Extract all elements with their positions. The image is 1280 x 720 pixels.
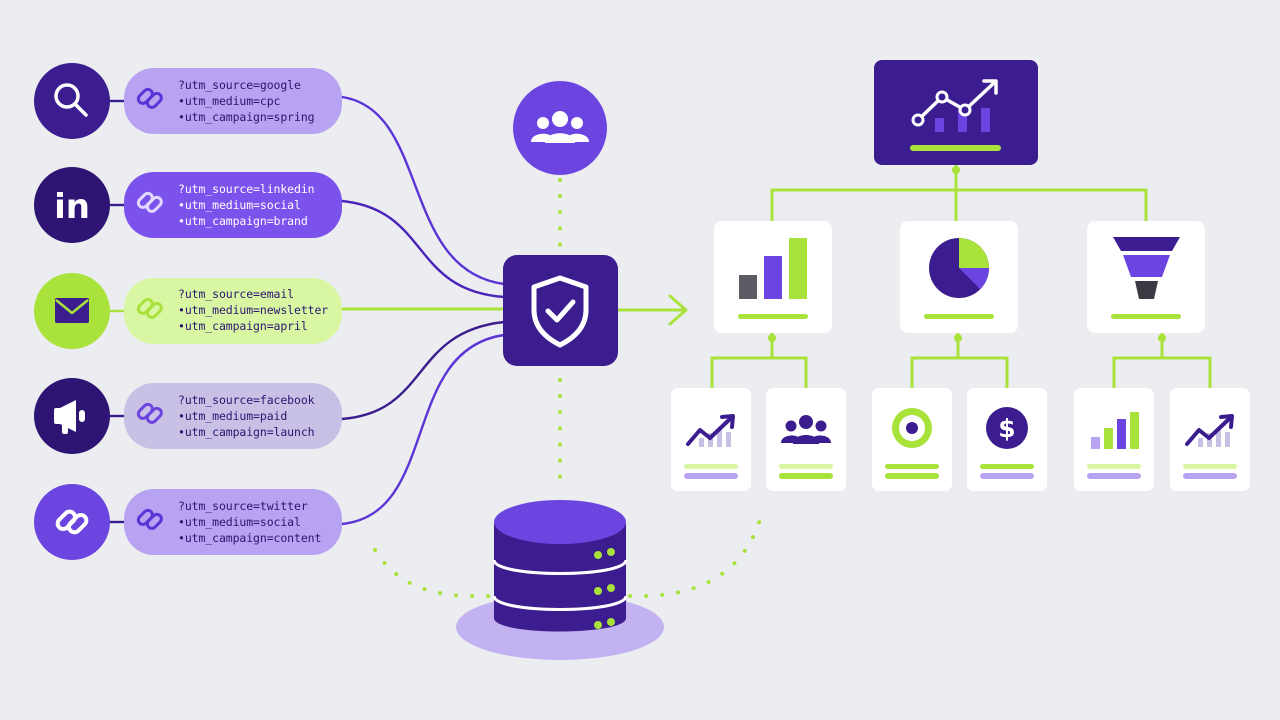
- svg-text:?utm_source=twitter •u: ?utm_source=twitter •utm_medium=social •…: [178, 499, 321, 545]
- trend-chart-icon: [911, 79, 998, 132]
- audience-node[interactable]: [513, 81, 607, 175]
- caption-line: [1183, 473, 1237, 479]
- caption-line: [1087, 473, 1141, 479]
- chain-icon: [136, 87, 163, 109]
- utm-medium: •utm_medium=newsletter: [178, 303, 328, 317]
- connector-facebook: [340, 320, 506, 421]
- analytics-dashboard[interactable]: [874, 60, 1038, 165]
- dotted-arc-right: [628, 518, 762, 599]
- database-icon: [492, 500, 628, 632]
- report-card-bar-chart[interactable]: [714, 221, 832, 333]
- utm-pills: ?utm_source=google •utm_medium=cpc •utm_…: [124, 68, 342, 555]
- connector-twitter: [340, 333, 506, 526]
- funnel-icon: [1113, 237, 1180, 299]
- source-circle-google[interactable]: [34, 63, 110, 139]
- svg-text:?utm_source=linkedin •: ?utm_source=linkedin •utm_medium=social …: [178, 182, 321, 228]
- utm-source: ?utm_source=linkedin: [178, 182, 314, 196]
- data-warehouse[interactable]: [456, 500, 664, 660]
- utm-source: ?utm_source=google: [178, 78, 301, 92]
- caption-line: [779, 464, 833, 469]
- link-icon: [55, 509, 89, 535]
- chain-icon: [136, 191, 163, 213]
- utm-pill-google[interactable]: ?utm_source=google •utm_medium=cpc •utm_…: [124, 68, 342, 134]
- caption-line: [1183, 464, 1237, 469]
- bar-chart-icon: [739, 238, 807, 299]
- caption-line: [684, 473, 738, 479]
- dotted-arc-left: [373, 548, 494, 599]
- shield-check-icon: [531, 275, 589, 348]
- chain-icon: [136, 508, 163, 530]
- subcard-trend-1[interactable]: [671, 388, 751, 491]
- svg-text:?utm_source=facebook •: ?utm_source=facebook •utm_medium=paid •u…: [178, 393, 321, 439]
- utm-pill-email[interactable]: ?utm_source=email •utm_medium=newsletter…: [124, 278, 342, 344]
- caption-line: [885, 464, 939, 469]
- caption-line: [980, 464, 1034, 469]
- users-icon: [531, 111, 589, 143]
- utm-medium: •utm_medium=cpc: [178, 94, 280, 108]
- utm-source: ?utm_source=twitter: [178, 499, 308, 513]
- utm-pill-twitter[interactable]: ?utm_source=twitter •utm_medium=social •…: [124, 489, 342, 555]
- subcard-audience[interactable]: [766, 388, 846, 491]
- dashboard-highlight-bar: [910, 145, 1001, 151]
- utm-campaign: •utm_campaign=brand: [178, 214, 308, 228]
- utm-campaign: •utm_campaign=april: [178, 319, 308, 333]
- validation-hub[interactable]: [503, 255, 618, 366]
- dashboard-connectors: [710, 164, 1212, 390]
- users-icon: [781, 415, 831, 444]
- utm-campaign: •utm_campaign=content: [178, 531, 321, 545]
- utm-campaign: •utm_campaign=spring: [178, 110, 314, 124]
- trend-up-icon: [1185, 414, 1234, 447]
- search-icon: [54, 83, 88, 117]
- target-icon: [892, 408, 932, 448]
- dollar-icon: $: [986, 407, 1028, 449]
- subcard-target[interactable]: [872, 388, 952, 491]
- source-icons: in: [34, 63, 110, 560]
- utm-medium: •utm_medium=social: [178, 515, 301, 529]
- hub-arrow: [616, 294, 688, 326]
- trend-up-icon: [686, 414, 735, 447]
- connector-google: [340, 95, 506, 286]
- source-connectors: [340, 95, 506, 526]
- chain-icon: [136, 297, 163, 319]
- utm-source: ?utm_source=facebook: [178, 393, 315, 407]
- dollar-glyph: $: [998, 414, 1015, 443]
- utm-source: ?utm_source=email: [178, 287, 294, 301]
- linkedin-icon: in: [54, 187, 90, 227]
- caption-line: [885, 473, 939, 479]
- card-caption-bar: [738, 314, 808, 319]
- mini-bar-icon: [1091, 412, 1139, 449]
- utm-pill-facebook[interactable]: ?utm_source=facebook •utm_medium=paid •u…: [124, 383, 342, 449]
- connector-nodes: [768, 166, 1166, 342]
- dotted-connectors: [373, 178, 762, 599]
- caption-line: [684, 464, 738, 469]
- megaphone-icon: [54, 400, 85, 434]
- subcard-bars[interactable]: [1074, 388, 1154, 491]
- caption-line: [980, 473, 1034, 479]
- utm-medium: •utm_medium=social: [178, 198, 301, 212]
- pie-chart-icon: [929, 238, 989, 298]
- utm-pill-linkedin[interactable]: ?utm_source=linkedin •utm_medium=social …: [124, 172, 342, 238]
- subcard-trend-2[interactable]: [1170, 388, 1250, 491]
- svg-text:?utm_source=google •ut: ?utm_source=google •utm_medium=cpc •utm_…: [178, 78, 314, 124]
- svg-text:?utm_source=email •utm: ?utm_source=email •utm_medium=newsletter…: [178, 287, 335, 333]
- icon-pill-links: [110, 99, 126, 524]
- utm-medium: •utm_medium=paid: [178, 409, 287, 423]
- report-card-pie-chart[interactable]: [900, 221, 1018, 333]
- subcard-revenue[interactable]: $: [967, 388, 1047, 491]
- card-caption-bar: [924, 314, 994, 319]
- connector-linkedin: [340, 199, 506, 299]
- report-card-funnel[interactable]: [1087, 221, 1205, 333]
- chain-icon: [136, 402, 163, 424]
- caption-line: [779, 473, 833, 479]
- caption-line: [1087, 464, 1141, 469]
- envelope-icon: [55, 298, 89, 323]
- utm-campaign: •utm_campaign=launch: [178, 425, 314, 439]
- source-circle-linkedin[interactable]: [34, 167, 110, 243]
- card-caption-bar: [1111, 314, 1181, 319]
